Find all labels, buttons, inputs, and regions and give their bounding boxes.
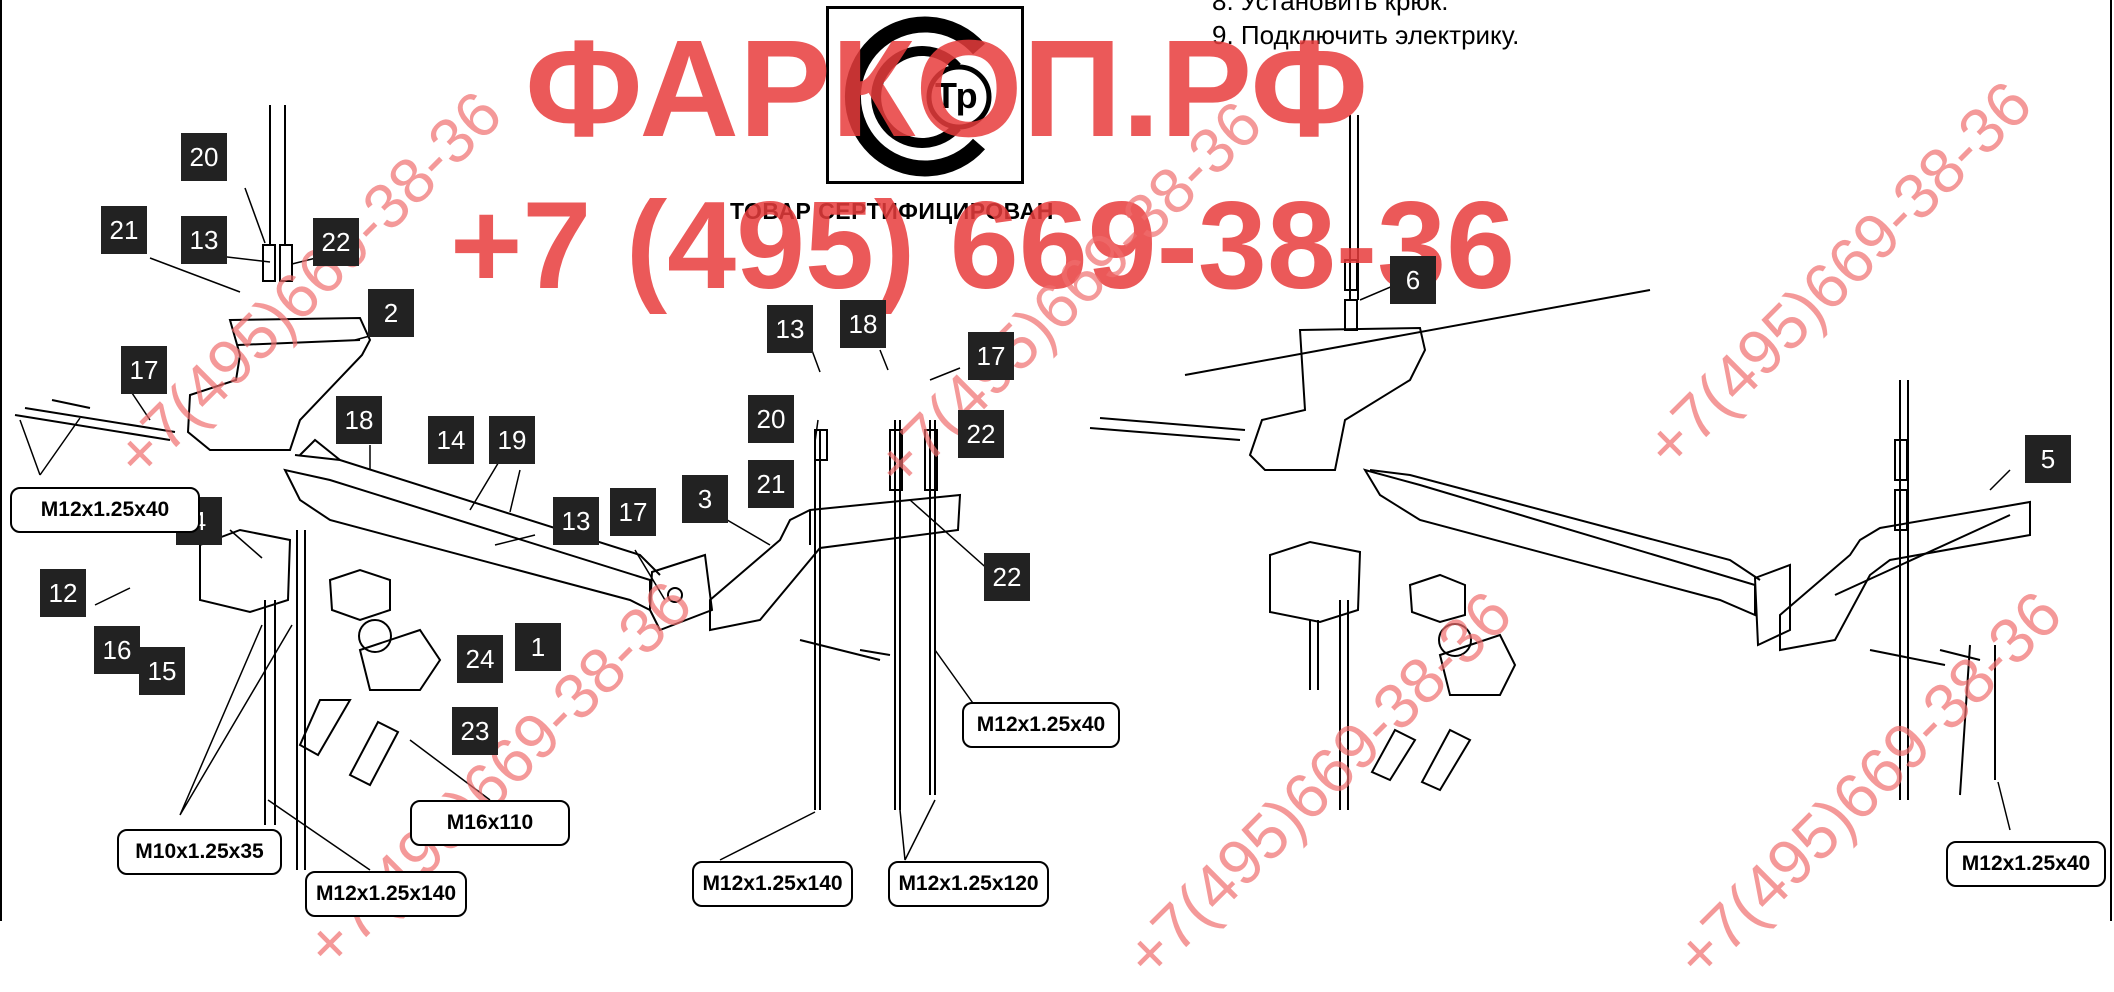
dimension-label-bolt: M12x1.25x140 [692,861,853,907]
cert-logo-text: Тр [935,75,978,116]
callout-13: 13 [767,305,813,353]
callout-17: 17 [121,346,167,394]
dimension-label-bolt: M12x1.25x40 [10,487,200,533]
dimension-label-bolt: M12x1.25x40 [1946,841,2106,887]
callout-17: 17 [610,488,656,536]
callout-21: 21 [748,460,794,508]
callout-13: 13 [553,497,599,545]
callout-23: 23 [452,707,498,755]
callout-24: 24 [457,635,503,683]
callout-19: 19 [489,416,535,464]
instruction-step-9: 9. Подключить электрику. [1212,20,1520,50]
callout-15: 15 [139,647,185,695]
callout-22: 22 [313,218,359,266]
instruction-step-8: 8. Установить крюк. [1212,0,1449,16]
callout-21: 21 [101,206,147,254]
callout-12: 12 [40,569,86,617]
certification-caption: ТОВАР СЕРТИФИЦИРОВАН [730,198,1054,224]
dimension-label-bolt: M12x1.25x120 [888,861,1049,907]
callout-22: 22 [958,410,1004,458]
callout-20: 20 [748,395,794,443]
callout-22: 22 [984,553,1030,601]
watermark-site: ФАРКОП.РФ [525,12,1369,166]
callout-5: 5 [2025,435,2071,483]
callout-18: 18 [336,396,382,444]
callout-3: 3 [682,475,728,523]
callout-13: 13 [181,216,227,264]
callout-18: 18 [840,300,886,348]
callout-20: 20 [181,133,227,181]
frame-left-border [0,0,2,921]
callout-6: 6 [1390,256,1436,304]
dimension-label-bolt: M16x110 [410,800,570,846]
watermark-phone: +7 (495) 669-38-36 [450,177,1516,315]
gost-r-emblem-icon [844,16,992,177]
callout-1: 1 [515,623,561,671]
dimension-label-bolt: M10x1.25x35 [117,829,282,875]
frame-right-border [2110,0,2112,921]
dimension-label-bolt: M12x1.25x40 [962,702,1120,748]
certification-logo: Тр [826,6,1024,184]
callout-16: 16 [94,626,140,674]
callout-17: 17 [968,332,1014,380]
towbar-exploded-view [14,105,2031,871]
callout-14: 14 [428,416,474,464]
callout-2: 2 [368,289,414,337]
dimension-label-bolt: M12x1.25x140 [305,871,467,917]
